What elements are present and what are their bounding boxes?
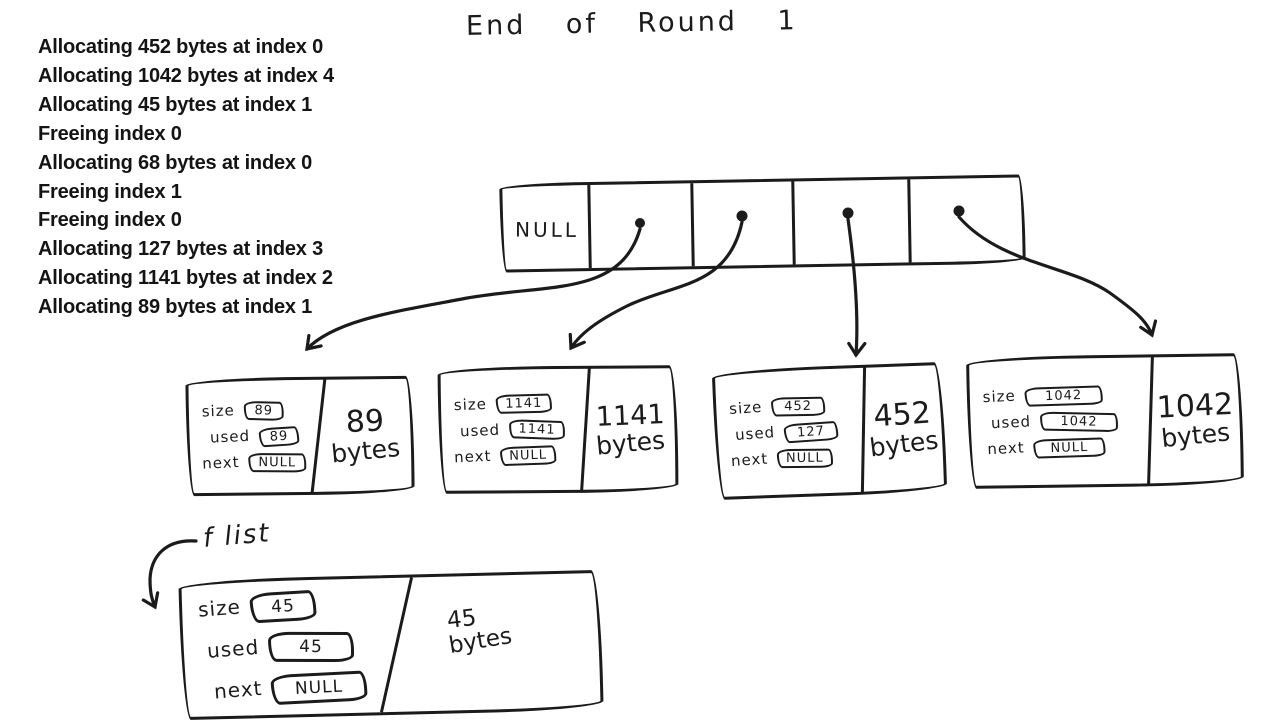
next-label: next (201, 452, 240, 473)
log-line: Allocating 452 bytes at index 0 (38, 36, 324, 58)
block-fields: size 1141 used 1141 next NULL (441, 369, 582, 491)
next-value-box: NULL (270, 670, 369, 706)
log-line: Freeing index 0 (38, 122, 182, 145)
size-field: size 89 (201, 400, 313, 421)
used-value-box: 1141 (508, 419, 566, 441)
block-fields: size 89 used 89 next NULL (188, 380, 313, 493)
array-cell-2 (693, 181, 796, 267)
used-label: used (206, 634, 261, 663)
next-field: next NULL (200, 670, 390, 706)
block-bytes-caption: 89 bytes (322, 379, 407, 492)
block-bytes-caption: 1042 bytes (1154, 356, 1237, 483)
block-fields: size 1042 used 1042 next NULL (969, 357, 1147, 485)
block-bytes-caption: 452 bytes (866, 365, 940, 491)
next-label: next (730, 449, 769, 471)
free-list-block: size 45 used 45 next NULL 45 bytes (178, 568, 604, 720)
array-cell-4 (910, 177, 1022, 262)
next-field: next NULL (730, 446, 861, 471)
used-value-box: 45 (268, 631, 355, 663)
used-label: used (734, 423, 776, 444)
block-fields: size 45 used 45 next NULL (181, 578, 389, 717)
bytes-amount: 89 (344, 403, 385, 441)
used-field: used 45 (199, 630, 389, 665)
next-value-box: NULL (500, 445, 557, 467)
null-value: NULL (514, 217, 580, 243)
size-value-box: 89 (243, 400, 285, 421)
bytes-unit: bytes (329, 432, 401, 469)
next-field: next NULL (201, 452, 313, 473)
array-cell-0: NULL (502, 184, 592, 270)
array-cell-1 (590, 183, 695, 268)
next-value-box: NULL (1033, 436, 1106, 459)
next-label: next (986, 438, 1026, 459)
heap-block-1042: size 1042 used 1042 next NULL 1042 bytes (966, 353, 1244, 489)
bytes-unit: bytes (867, 424, 940, 463)
size-field: size 452 (728, 394, 859, 419)
log-line: Allocating 45 bytes at index 1 (38, 93, 313, 116)
size-label: size (197, 594, 242, 622)
log-line: Freeing index 0 (38, 209, 182, 232)
next-value-box: NULL (777, 448, 833, 468)
bytes-unit: bytes (1159, 416, 1232, 453)
used-field: used 89 (202, 425, 313, 447)
next-label: next (453, 446, 492, 466)
used-value-box: 1042 (1039, 411, 1119, 432)
size-value-box: 1141 (495, 393, 553, 414)
heap-block-452: size 452 used 127 next NULL 452 bytes (711, 362, 948, 500)
block-bytes-caption: 1141 bytes (590, 368, 672, 490)
size-label: size (201, 401, 236, 421)
size-label: size (453, 394, 488, 414)
size-value-box: 452 (771, 396, 826, 417)
block-divider (860, 365, 867, 494)
log-line: Allocating 68 bytes at index 0 (38, 151, 313, 174)
free-list-label: f list (201, 518, 272, 554)
size-field: size 1042 (982, 384, 1146, 407)
array-cell-3 (794, 179, 912, 265)
size-label: size (982, 386, 1017, 407)
log-line: Freeing index 1 (38, 180, 182, 203)
next-label: next (213, 675, 264, 704)
next-value-box: NULL (248, 452, 307, 472)
allocation-log: Allocating 452 bytes at index 0 Allocati… (38, 33, 334, 322)
log-line: Allocating 1042 bytes at index 4 (38, 64, 334, 87)
block-divider (1147, 355, 1154, 486)
log-line: Allocating 89 bytes at index 1 (38, 296, 313, 319)
size-field: size 1141 (453, 393, 581, 414)
size-value-box: 1042 (1024, 384, 1104, 407)
block-fields: size 452 used 127 next NULL (715, 368, 861, 497)
used-label: used (209, 426, 251, 447)
used-label: used (459, 420, 501, 440)
heap-block-1141: size 1141 used 1141 next NULL 1141 bytes (437, 365, 679, 494)
next-field: next NULL (983, 436, 1146, 459)
heap-block-89: size 89 used 89 next NULL 89 bytes (185, 375, 415, 497)
used-field: used 1141 (454, 419, 581, 441)
used-label: used (990, 412, 1032, 433)
used-field: used 127 (730, 420, 860, 444)
diagram-title: End of Round 1 (465, 5, 798, 42)
log-line: Allocating 127 bytes at index 3 (38, 238, 324, 261)
pointer-array: NULL (499, 174, 1026, 273)
size-field: size 45 (197, 589, 388, 624)
bytes-unit: bytes (594, 424, 667, 461)
next-field: next NULL (453, 445, 581, 467)
used-field: used 1042 (983, 411, 1146, 432)
size-value-box: 45 (248, 589, 317, 624)
block-bytes-caption: 45 bytes (408, 568, 600, 716)
used-value-box: 89 (258, 425, 300, 447)
log-line: Allocating 1141 bytes at index 2 (38, 267, 333, 290)
used-value-box: 127 (783, 420, 839, 444)
size-label: size (728, 397, 763, 419)
